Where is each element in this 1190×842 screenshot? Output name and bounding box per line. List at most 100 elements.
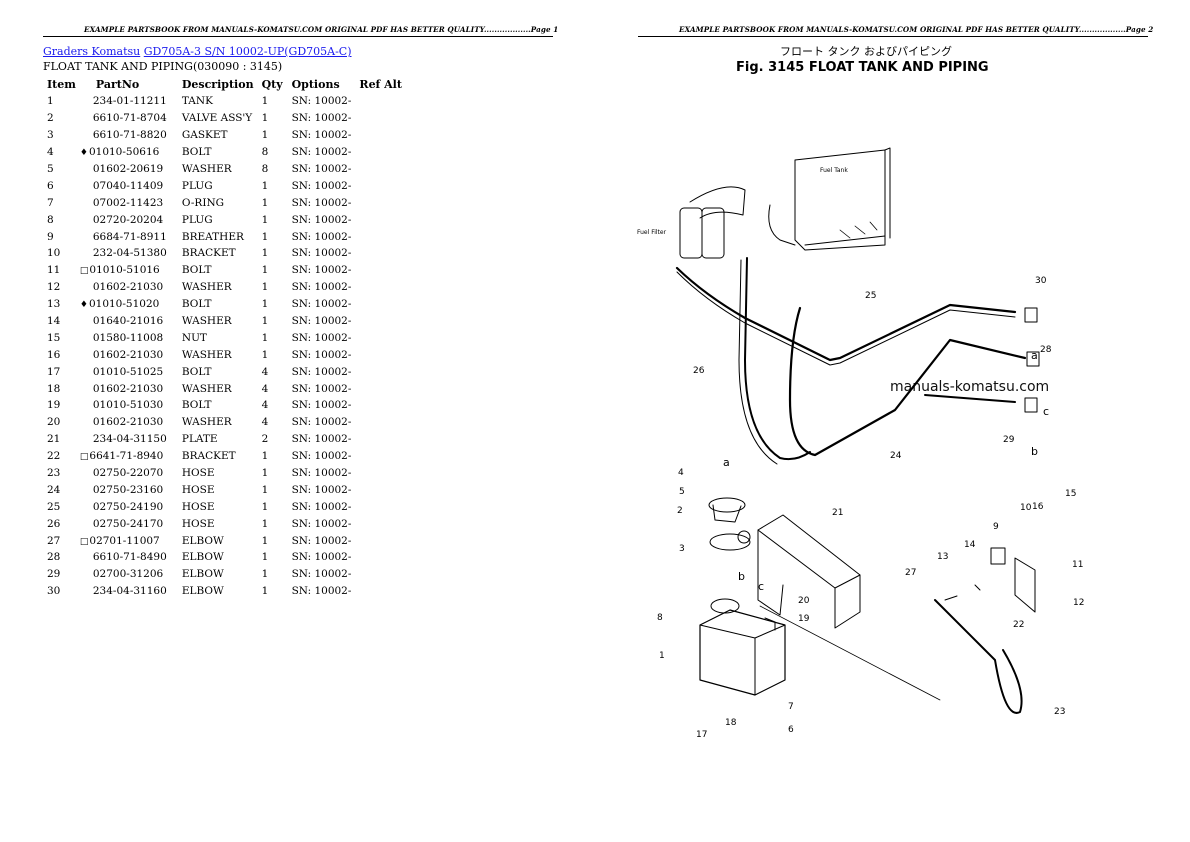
cell-ref-alt (355, 110, 406, 127)
cell-description: WASHER (181, 163, 232, 175)
cell-item: 24 (47, 483, 61, 496)
cell-item: 17 (47, 365, 61, 378)
callout-3: 3 (679, 544, 685, 554)
cell-ref-alt (355, 177, 406, 194)
cell-ref-alt (355, 397, 406, 414)
part-number: 6610-71-8490 (92, 551, 167, 564)
cell-options: SN: 10002- (291, 348, 352, 361)
callout-26: 26 (693, 366, 705, 376)
cell-partno: 01602-20619 (80, 161, 178, 178)
cell-options: SN: 10002- (291, 433, 352, 446)
cell-item: 28 (47, 551, 61, 564)
callout-11: 11 (1072, 560, 1083, 570)
cell-options: SN: 10002- (291, 483, 352, 496)
cell-partno: 234-04-31160 (80, 583, 178, 600)
cell-qty: 1 (261, 348, 269, 361)
page-banner-2: EXAMPLE PARTSBOOK FROM MANUALS-KOMATSU.C… (679, 25, 1154, 34)
cell-item: 25 (47, 500, 61, 513)
cell-partno: 6610-71-8704 (80, 110, 178, 127)
col-header-ref-alt: Ref Alt (359, 78, 402, 91)
cell-qty: 1 (261, 281, 269, 294)
cell-ref-alt (355, 498, 406, 515)
cell-partno: 02700-31206 (80, 566, 178, 583)
cell-ref-alt (355, 329, 406, 346)
cell-options: SN: 10002- (291, 315, 352, 328)
fuel-filter: Fuel Filter (637, 186, 746, 259)
part-number: 6641-71-8940 (89, 450, 164, 463)
cell-options: SN: 10002- (291, 247, 352, 260)
leader-line (759, 605, 941, 701)
cell-description: ELBOW (181, 585, 224, 598)
cell-description: PLUG (181, 179, 213, 192)
callout-4: 4 (678, 468, 684, 478)
callout-b-bottom: b (738, 570, 745, 583)
cell-qty: 1 (261, 467, 269, 480)
part-number: 01010-51016 (89, 264, 160, 277)
cell-partno: 02750-22070 (80, 465, 178, 482)
cell-partno: □6641-71-8940 (80, 448, 178, 465)
part-number: 07040-11409 (92, 179, 164, 192)
breadcrumb-link-graders[interactable]: Graders Komatsu (43, 45, 141, 58)
cell-qty: 1 (261, 450, 269, 463)
cell-ref-alt (355, 93, 406, 110)
cell-ref-alt (355, 363, 406, 380)
cell-options: SN: 10002- (291, 179, 352, 192)
cell-qty: 4 (261, 365, 269, 378)
cell-description: HOSE (181, 517, 215, 530)
cell-description: WASHER (181, 315, 232, 328)
cell-partno: 01602-21030 (80, 279, 178, 296)
callout-9: 9 (993, 522, 999, 532)
cell-partno: 01010-51030 (80, 397, 178, 414)
callout-2: 2 (677, 506, 683, 516)
part-number: 02750-22070 (92, 467, 164, 480)
callout-12: 12 (1073, 598, 1084, 608)
callout-16: 16 (1032, 502, 1044, 512)
cell-options: SN: 10002- (291, 450, 352, 463)
callout-21: 21 (832, 508, 843, 518)
part-number: 6684-71-8911 (92, 230, 167, 243)
cell-description: TANK (181, 95, 213, 108)
breadcrumb-link-model[interactable]: GD705A-3 S/N 10002-UP(GD705A-C) (143, 45, 352, 58)
cell-partno: 01602-21030 (80, 380, 178, 397)
cell-item: 5 (47, 163, 54, 175)
callout-a-bottom: a (723, 456, 730, 469)
cell-options: SN: 10002- (291, 382, 352, 395)
callout-6: 6 (788, 725, 794, 735)
part-marker: □ (79, 452, 89, 463)
cell-ref-alt (355, 481, 406, 498)
cell-partno: 01010-51025 (80, 363, 178, 380)
cell-options: SN: 10002- (291, 399, 352, 412)
cell-partno: ♦01010-50616 (80, 144, 178, 161)
cell-options: SN: 10002- (291, 129, 352, 142)
cell-partno: 01580-11008 (80, 329, 178, 346)
cell-item: 11 (47, 264, 61, 277)
callout-c-bottom: c (758, 580, 764, 593)
cell-qty: 1 (261, 196, 269, 209)
cell-qty: 1 (261, 500, 269, 513)
callout-labels: 30 25 28 a 26 c 29 b 24 4 a 5 2 21 3 15 … (657, 276, 1084, 740)
bracket-and-breather (944, 547, 1036, 613)
parts-table: Item PartNo Description Qty Options Ref … (43, 76, 406, 600)
callout-19: 19 (798, 614, 810, 624)
cell-options: SN: 10002- (291, 568, 352, 581)
cell-description: VALVE ASS'Y (181, 112, 253, 125)
breadcrumb: Graders Komatsu GD705A-3 S/N 10002-UP(GD… (43, 45, 352, 58)
figure-title-jp: フロート タンク およびパイピング (780, 44, 952, 58)
cell-options: SN: 10002- (291, 517, 352, 530)
cell-ref-alt (355, 211, 406, 228)
callout-8: 8 (657, 613, 663, 623)
cell-item: 30 (47, 585, 61, 598)
callout-25: 25 (865, 291, 876, 301)
cell-qty: 1 (261, 585, 269, 598)
cell-description: WASHER (181, 348, 232, 361)
page-banner: EXAMPLE PARTSBOOK FROM MANUALS-KOMATSU.C… (84, 25, 559, 34)
